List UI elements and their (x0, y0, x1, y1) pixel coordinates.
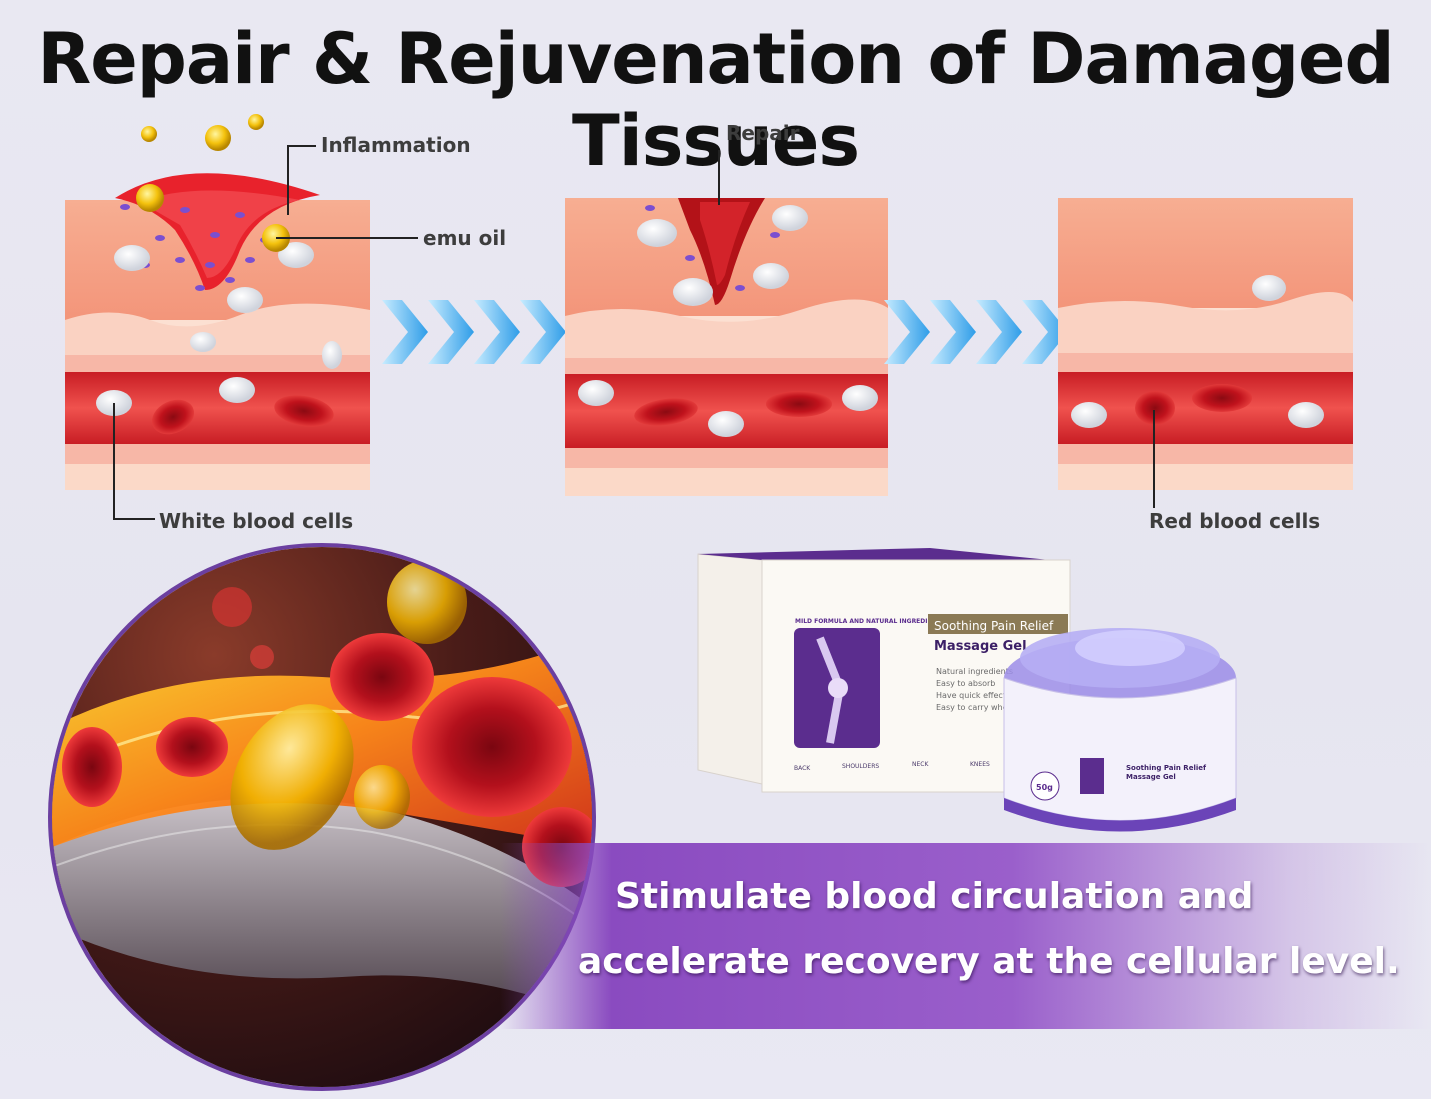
progress-arrows-2 (884, 300, 1068, 364)
page-title: Repair & Rejuvenation of Damaged Tissues (37, 18, 1394, 182)
box-title-line1: Soothing Pain Relief (934, 619, 1054, 633)
box-icon-shoulders: SHOULDERS (842, 763, 879, 770)
box-icon-back: BACK (794, 765, 811, 772)
box-icon-knees: KNEES (970, 761, 990, 768)
box-feature-1: Natural ingredients (936, 667, 1013, 676)
callout-red-blood-cells: Red blood cells (1149, 509, 1321, 533)
box-feature-4: Easy to carry when going out (936, 703, 1053, 712)
box-icon-neck: NECK (912, 761, 929, 768)
jar-title-line2: Massage Gel (1126, 773, 1176, 781)
tissue-panel-repairing (565, 150, 888, 496)
callout-emu-oil: emu oil (423, 226, 507, 250)
box-feature-2: Easy to absorb (936, 679, 995, 688)
blood-vessel-closeup-image (48, 543, 596, 1091)
product-image: MILD FORMULA AND NATURAL INGREDIENTS Soo… (697, 548, 1237, 832)
tissue-panel-healed (1058, 198, 1353, 508)
progress-arrows-1 (382, 300, 566, 364)
box-title-line2: Massage Gel (934, 639, 1027, 654)
banner-line-1: Stimulate blood circulation and (615, 876, 1254, 917)
callout-inflammation: Inflammation (321, 133, 471, 157)
callout-repair: Repair (726, 121, 800, 145)
box-feature-3: Have quick effect (936, 691, 1006, 700)
jar-weight: 50g (1036, 783, 1053, 792)
box-side-tagline: MILD FORMULA AND NATURAL INGREDIENTS (795, 618, 945, 625)
callout-white-blood-cells: White blood cells (159, 509, 354, 533)
benefit-banner (500, 843, 1431, 1029)
tissue-panel-inflamed (65, 114, 418, 520)
jar-title-line1: Soothing Pain Relief (1126, 764, 1207, 772)
tissue-repair-diagram (65, 114, 1353, 520)
banner-line-2: accelerate recovery at the cellular leve… (578, 941, 1400, 982)
